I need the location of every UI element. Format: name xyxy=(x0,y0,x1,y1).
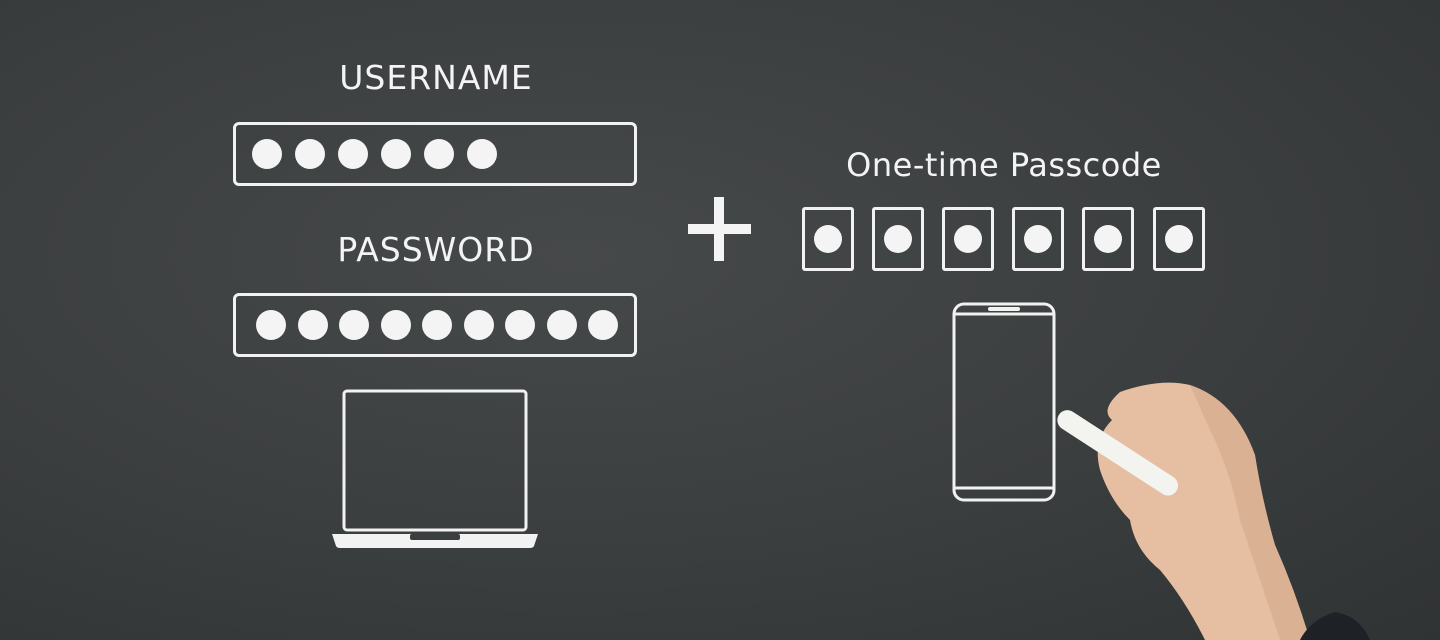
mask-dot xyxy=(588,310,618,340)
otp-box xyxy=(802,207,854,271)
otp-box xyxy=(872,207,924,271)
otp-label: One-time Passcode xyxy=(846,146,1162,184)
mask-dot xyxy=(463,310,494,340)
password-field xyxy=(233,293,637,357)
mask-dot xyxy=(424,139,454,169)
mask-dot xyxy=(422,310,452,340)
otp-box xyxy=(1082,207,1134,271)
mask-dot xyxy=(297,310,328,340)
mask-dot xyxy=(381,139,411,169)
mask-dot xyxy=(256,310,286,340)
password-label: PASSWORD xyxy=(337,230,535,269)
mask-dot xyxy=(467,139,497,169)
mask-dot xyxy=(252,139,282,169)
laptop-icon xyxy=(332,389,538,548)
otp-dot xyxy=(954,225,982,253)
mask-dot xyxy=(295,139,325,169)
mask-dot xyxy=(505,310,535,340)
otp-dot xyxy=(1165,225,1193,253)
mask-dot xyxy=(338,139,368,169)
otp-box xyxy=(1153,207,1205,271)
username-field xyxy=(233,122,637,186)
otp-dot xyxy=(884,225,912,253)
smartphone-icon xyxy=(952,302,1056,502)
otp-dot xyxy=(1094,225,1122,253)
otp-dot xyxy=(814,225,842,253)
plus-icon xyxy=(688,197,751,261)
hand-with-chalk xyxy=(1057,382,1370,640)
mask-dot xyxy=(546,310,577,340)
username-label: USERNAME xyxy=(339,58,533,97)
otp-box xyxy=(1012,207,1064,271)
mask-dot xyxy=(339,310,369,340)
otp-dot xyxy=(1024,225,1052,253)
otp-box xyxy=(942,207,994,271)
mask-dot xyxy=(380,310,411,340)
